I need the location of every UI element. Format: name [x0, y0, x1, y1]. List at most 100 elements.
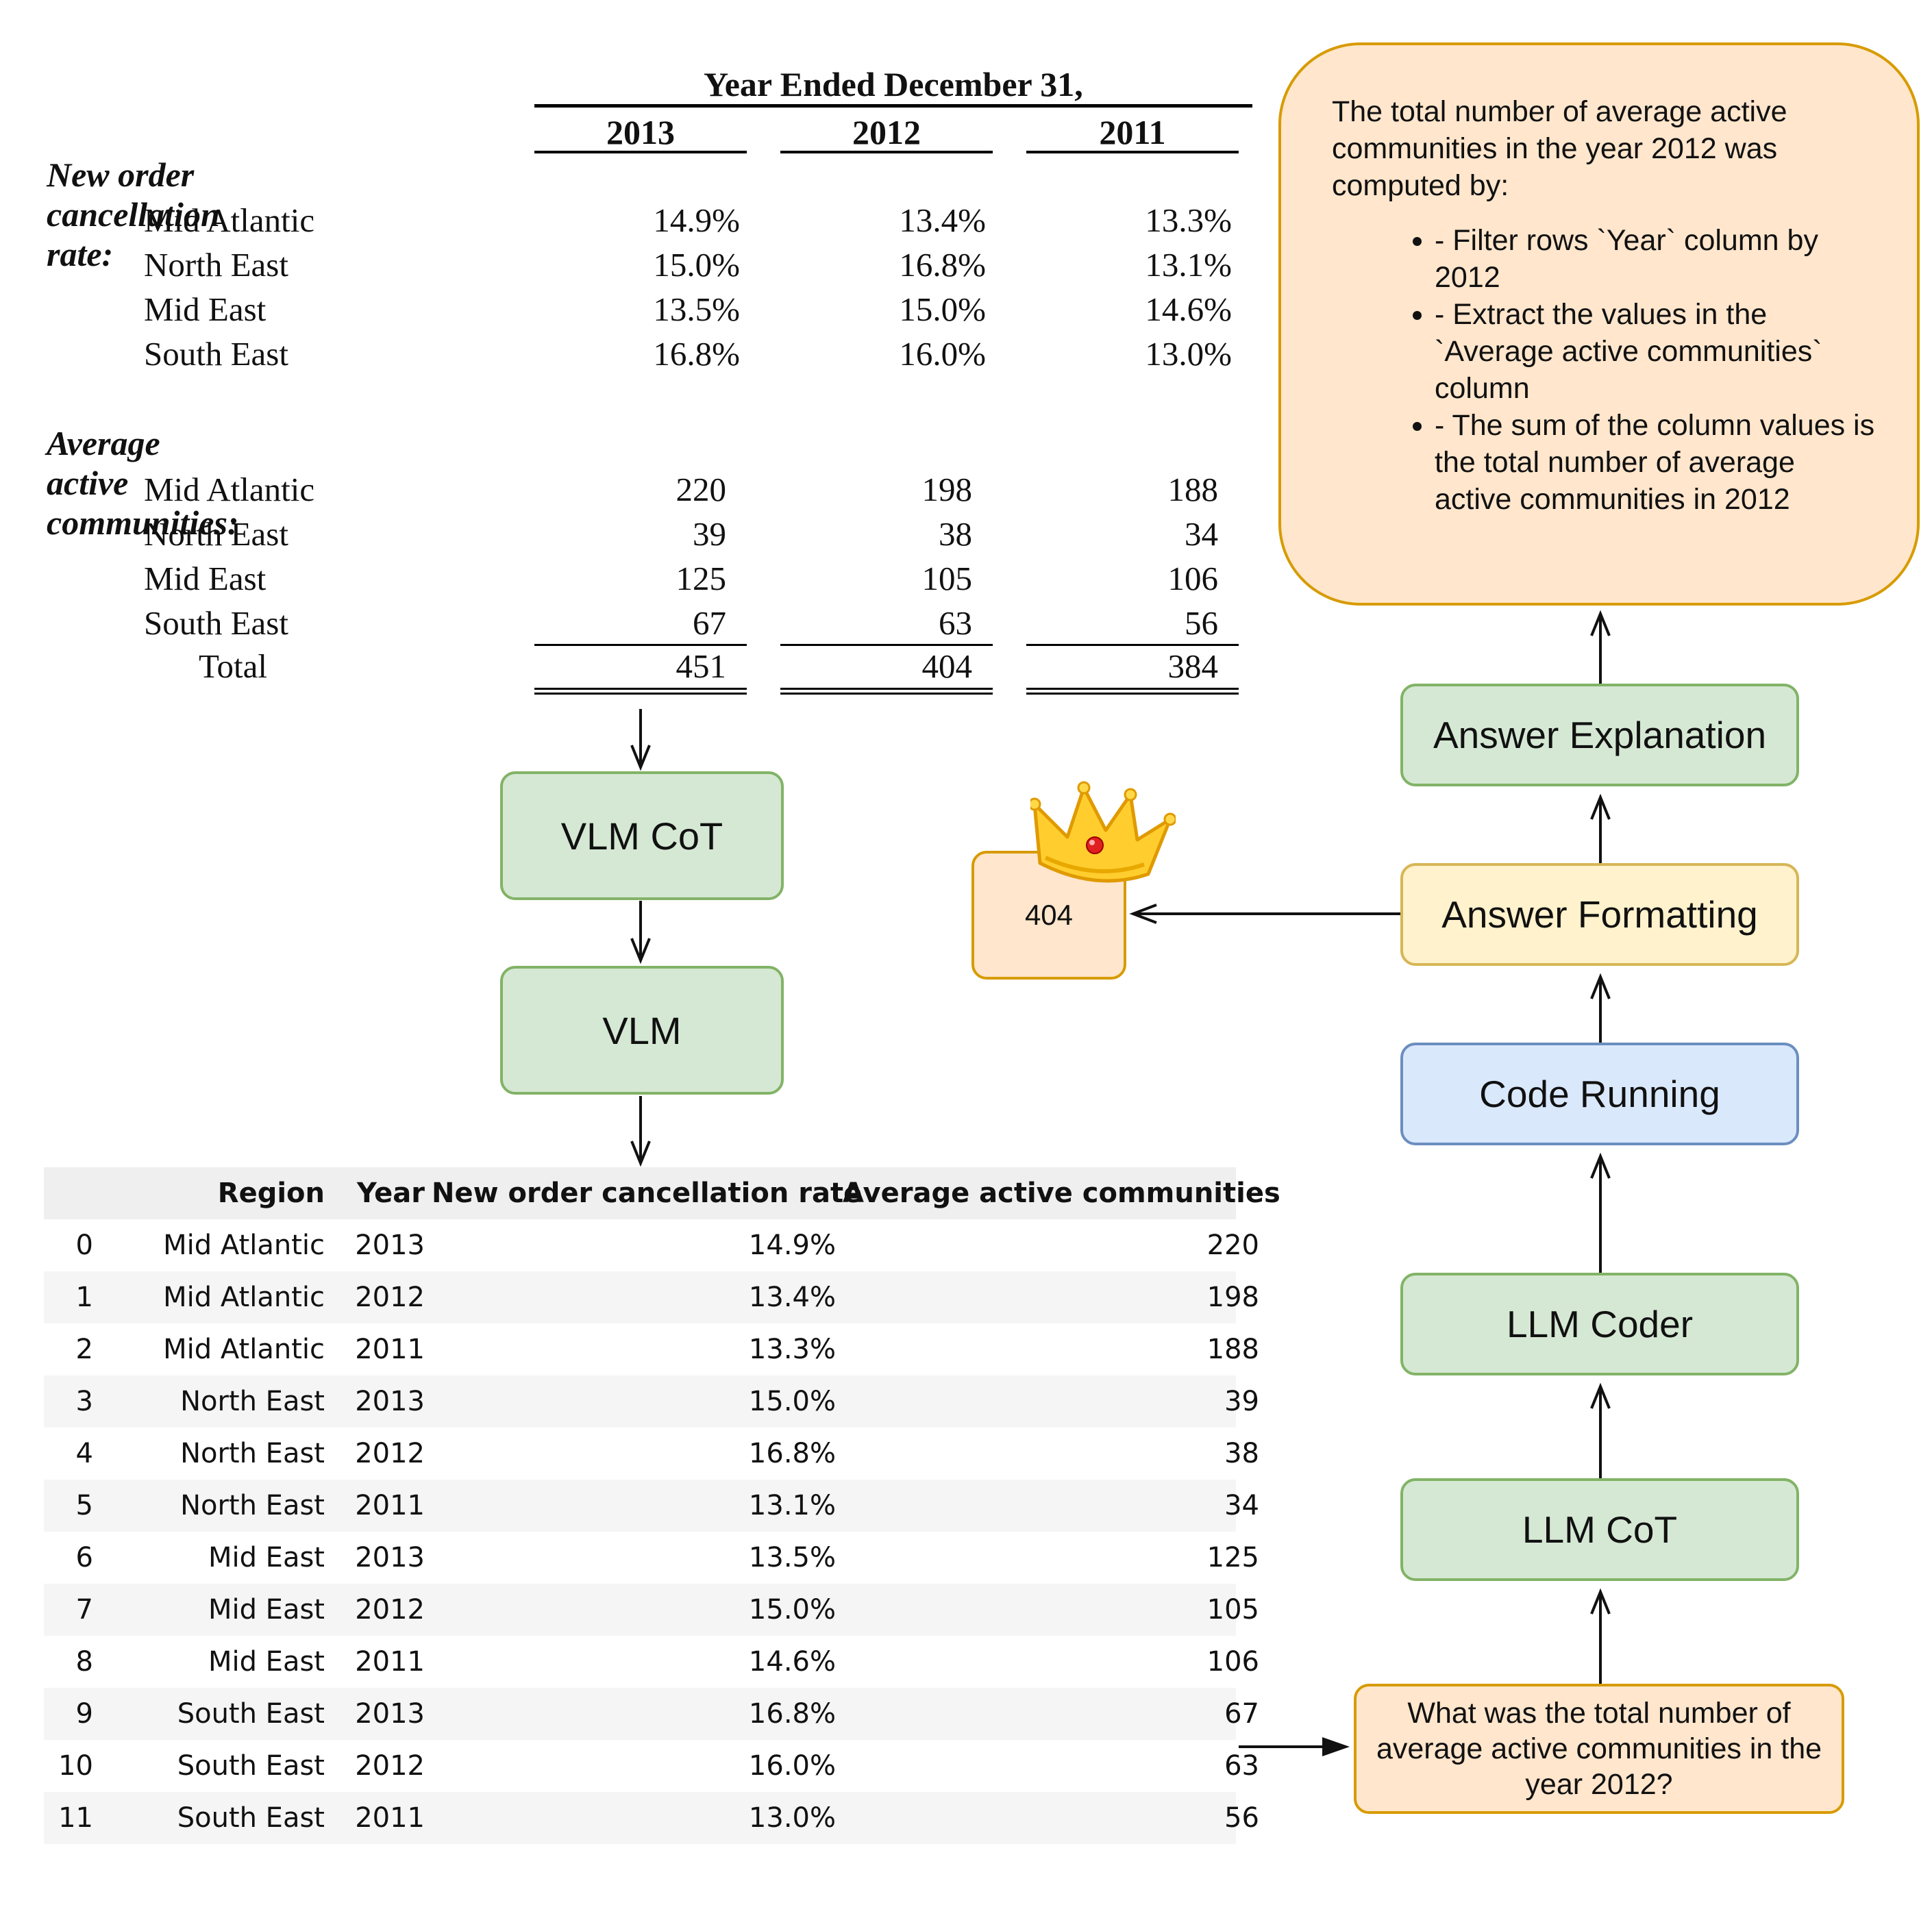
- llm-cot-box: LLM CoT: [1400, 1478, 1799, 1581]
- row-label: Mid Atlantic: [144, 471, 315, 508]
- column-header-avg: Average active communities: [843, 1178, 1280, 1209]
- cell-region: South East: [177, 1698, 325, 1730]
- explanation-step: - Filter rows `Year` column by 2012: [1435, 222, 1876, 296]
- cell-rate: 16.0%: [748, 1750, 836, 1782]
- row-index: 2: [75, 1334, 93, 1365]
- cell-avg: 125: [1206, 1542, 1259, 1573]
- cell-avg: 188: [1206, 1334, 1259, 1365]
- cell-year: 2012: [355, 1750, 425, 1782]
- cell-region: Mid East: [208, 1646, 325, 1678]
- arrow-head: [1590, 1382, 1611, 1409]
- cell-value: 13.0%: [1145, 335, 1232, 373]
- cell-year: 2013: [355, 1542, 425, 1573]
- cell-value: 13.1%: [1145, 246, 1232, 284]
- table-row: 2 Mid Atlantic 2011 13.3% 188: [44, 1323, 1259, 1375]
- row-index: 8: [75, 1646, 93, 1678]
- cell-region: Mid East: [208, 1594, 325, 1626]
- cell-year: 2013: [355, 1386, 425, 1417]
- cell-value: 13.4%: [899, 201, 986, 239]
- cell-value: 198: [921, 471, 973, 508]
- row-index: 7: [75, 1594, 93, 1626]
- answer-formatting-box: Answer Formatting: [1400, 863, 1799, 966]
- cell-rate: 15.0%: [748, 1594, 836, 1626]
- cell-value: 63: [939, 604, 972, 642]
- row-index: 6: [75, 1542, 93, 1573]
- row-label: Mid Atlantic: [144, 201, 315, 239]
- table-row: South East 16.8% 16.0% 13.0%: [0, 334, 1252, 378]
- cell-avg: 34: [1224, 1490, 1259, 1521]
- double-rule: [1026, 688, 1239, 695]
- table-row: North East 39 38 34: [0, 514, 1252, 558]
- cell-value: 15.0%: [653, 246, 740, 284]
- sum-rule: [780, 644, 993, 646]
- cell-rate: 13.4%: [748, 1282, 836, 1313]
- cell-region: South East: [177, 1750, 325, 1782]
- table-row: Mid East 13.5% 15.0% 14.6%: [0, 290, 1252, 334]
- cell-region: North East: [180, 1386, 325, 1417]
- arrow-head: [1322, 1737, 1350, 1756]
- cell-rate: 14.9%: [748, 1230, 836, 1261]
- explanation-step: - The sum of the column values is the to…: [1435, 407, 1876, 518]
- arrow-head: [630, 938, 651, 964]
- cell-year: 2011: [355, 1490, 425, 1521]
- row-index: 4: [75, 1438, 93, 1469]
- cell-value: 15.0%: [899, 290, 986, 328]
- total-value: 404: [921, 647, 973, 685]
- cell-avg: 67: [1224, 1698, 1259, 1730]
- year-rule: [1026, 151, 1239, 153]
- cell-year: 2013: [355, 1698, 425, 1730]
- question-box: What was the total number of average act…: [1354, 1684, 1844, 1814]
- column-header-rate: New order cancellation rate: [432, 1178, 863, 1209]
- cell-avg: 198: [1206, 1282, 1259, 1313]
- cell-rate: 13.5%: [748, 1542, 836, 1573]
- table-row: Mid Atlantic 14.9% 13.4% 13.3%: [0, 201, 1252, 245]
- cell-year: 2012: [355, 1594, 425, 1626]
- crown-icon: [1030, 781, 1176, 883]
- arrow-head: [1590, 1152, 1611, 1179]
- header-rule: [534, 104, 1252, 108]
- year-rule: [780, 151, 993, 153]
- row-index: 10: [58, 1750, 93, 1782]
- answer-explanation-box: Answer Explanation: [1400, 684, 1799, 786]
- arrow-head: [1590, 973, 1611, 999]
- arrow-head: [1590, 793, 1611, 820]
- row-label: North East: [144, 515, 288, 553]
- cell-year: 2012: [355, 1438, 425, 1469]
- llm-coder-box: LLM Coder: [1400, 1273, 1799, 1375]
- row-label: Mid East: [144, 290, 267, 328]
- cell-region: North East: [180, 1490, 325, 1521]
- arrow-head: [630, 745, 651, 771]
- cell-rate: 13.0%: [748, 1802, 836, 1834]
- arrow-head: [1590, 1588, 1611, 1615]
- cell-value: 16.0%: [899, 335, 986, 373]
- year-header-2011: 2011: [1099, 113, 1166, 151]
- table-row: 5 North East 2011 13.1% 34: [44, 1480, 1259, 1532]
- cell-value: 16.8%: [653, 335, 740, 373]
- table-row: South East 67 63 56: [0, 603, 1252, 647]
- arrow-head: [630, 1141, 651, 1167]
- explanation-bubble: The total number of average active commu…: [1278, 42, 1920, 606]
- year-header-2012: 2012: [852, 113, 921, 151]
- cell-avg: 38: [1224, 1438, 1259, 1469]
- row-index: 5: [75, 1490, 93, 1521]
- cell-region: South East: [177, 1802, 325, 1834]
- row-label: South East: [144, 335, 288, 373]
- table-row: 9 South East 2013 16.8% 67: [44, 1688, 1259, 1740]
- cell-value: 14.9%: [653, 201, 740, 239]
- table-row: 8 Mid East 2011 14.6% 106: [44, 1636, 1259, 1688]
- total-value: 451: [676, 647, 727, 685]
- table-row: 1 Mid Atlantic 2012 13.4% 198: [44, 1271, 1259, 1323]
- table-row: 3 North East 2013 15.0% 39: [44, 1375, 1259, 1428]
- cell-year: 2011: [355, 1646, 425, 1678]
- row-index: 3: [75, 1386, 93, 1417]
- column-header-region: Region: [217, 1178, 325, 1209]
- cell-value: 16.8%: [899, 246, 986, 284]
- cell-year: 2011: [355, 1802, 425, 1834]
- total-row: Total 451 404 384: [0, 647, 1252, 690]
- cell-region: Mid Atlantic: [163, 1230, 325, 1261]
- cell-rate: 16.8%: [748, 1698, 836, 1730]
- cell-year: 2013: [355, 1230, 425, 1261]
- code-running-box: Code Running: [1400, 1043, 1799, 1145]
- dataframe-header: Region Year New order cancellation rate …: [44, 1167, 1280, 1219]
